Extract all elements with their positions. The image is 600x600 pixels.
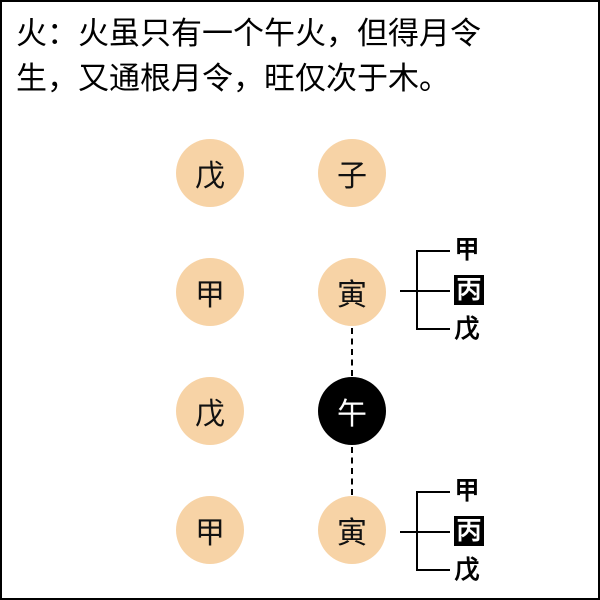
bracket-upper-top	[416, 250, 450, 252]
bracket-lower-stem	[400, 531, 418, 533]
stem-circle-4: 甲	[176, 496, 244, 564]
hidden-stem-upper-3: 戊	[454, 314, 480, 343]
branch-circle-3-highlighted: 午	[318, 377, 386, 445]
bracket-upper-bottom	[416, 328, 450, 330]
bracket-upper-stem	[400, 290, 418, 292]
bracket-lower-mid	[416, 531, 450, 533]
caption-line-1: 火：火虽只有一个午火，但得月令	[16, 16, 481, 52]
stem-circle-3: 戊	[176, 377, 244, 445]
connector-dash-upper	[351, 328, 353, 376]
connector-dash-lower	[351, 447, 353, 495]
branch-circle-2: 寅	[318, 258, 386, 326]
branch-circle-1: 子	[318, 139, 386, 207]
hidden-stem-lower-3: 戊	[454, 555, 480, 584]
branch-circle-4: 寅	[318, 496, 386, 564]
hidden-stem-lower-1: 甲	[454, 476, 480, 505]
stem-circle-2: 甲	[176, 258, 244, 326]
hidden-stem-upper-1: 甲	[454, 235, 480, 264]
caption-line-2: 生，又通根月令，旺仅次于木。	[16, 61, 450, 97]
caption: 火：火虽只有一个午火，但得月令 生，又通根月令，旺仅次于木。	[16, 12, 586, 102]
hidden-stem-upper-2-highlighted: 丙	[454, 275, 484, 305]
stem-circle-1: 戊	[176, 139, 244, 207]
hidden-stem-lower-2-highlighted: 丙	[454, 516, 484, 546]
bracket-lower-bottom	[416, 569, 450, 571]
bracket-upper-mid	[416, 290, 450, 292]
bracket-lower-top	[416, 491, 450, 493]
